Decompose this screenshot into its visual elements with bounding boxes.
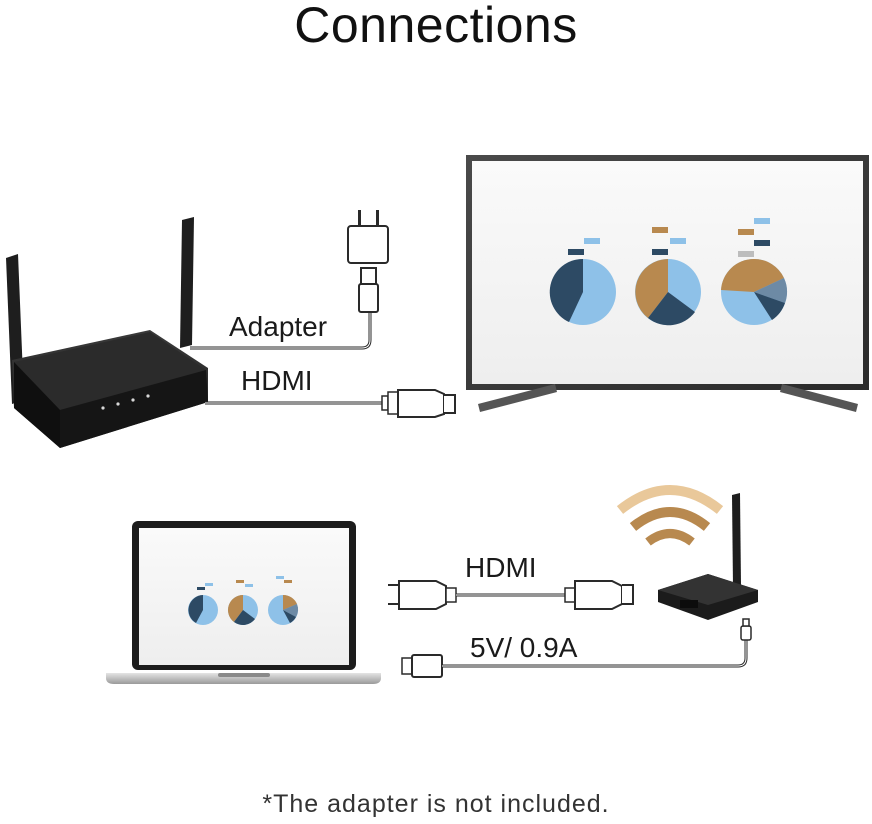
router-led xyxy=(131,398,135,402)
router-device xyxy=(6,217,208,448)
usb-plug xyxy=(358,283,379,313)
adapter-prong xyxy=(358,210,361,226)
receiver-dongle xyxy=(658,493,758,620)
router-antenna-right xyxy=(180,217,194,348)
wall-adapter xyxy=(347,225,389,264)
pie-chart-2 xyxy=(635,227,701,326)
pie-chart-3 xyxy=(721,218,787,325)
pie-chart-1 xyxy=(549,238,616,325)
tv-stand-left xyxy=(478,384,557,412)
power-cable-bottom xyxy=(401,618,752,678)
laptop-pie-3 xyxy=(268,594,299,625)
hdmi-label-top: HDMI xyxy=(241,365,313,396)
wifi-icon xyxy=(616,485,724,546)
hdmi-cable-top xyxy=(205,389,456,418)
receiver-antenna xyxy=(732,493,741,587)
tv-display xyxy=(466,155,869,412)
laptop-pie-1 xyxy=(188,595,218,625)
footnote: *The adapter is not included. xyxy=(262,790,610,818)
adapter-cable xyxy=(190,210,389,350)
hdmi-port xyxy=(680,600,698,608)
laptop-pie-2 xyxy=(228,595,258,625)
tv-stand-right xyxy=(780,384,858,412)
adapter-label: Adapter xyxy=(229,311,328,342)
router-led xyxy=(146,394,150,398)
adapter-prong xyxy=(376,210,379,226)
power-spec-label: 5V/ 0.9A xyxy=(470,632,578,663)
hdmi-cable-bottom xyxy=(388,580,634,610)
page-title: Connections xyxy=(294,0,578,53)
router-led xyxy=(101,406,105,410)
laptop xyxy=(106,521,381,684)
hdmi-label-bottom: HDMI xyxy=(465,552,537,583)
usb-plug xyxy=(411,654,443,678)
hdmi-plug xyxy=(397,389,445,418)
router-led xyxy=(116,402,120,406)
